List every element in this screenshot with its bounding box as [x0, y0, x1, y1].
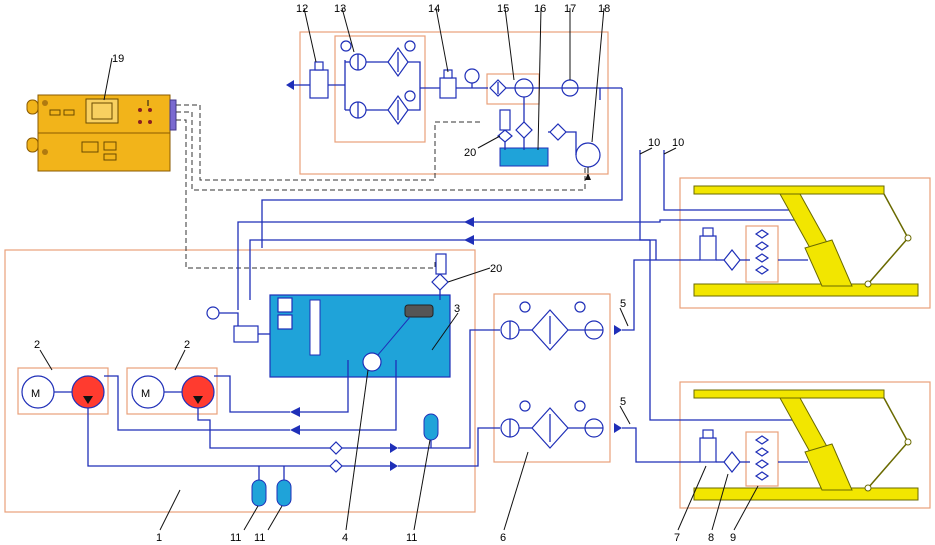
label-12: 12	[296, 3, 308, 15]
label-13: 13	[334, 3, 346, 15]
relief-valve	[206, 306, 270, 343]
pipe-to-cyl-top	[622, 259, 700, 331]
pressure-filter-frame	[493, 293, 611, 463]
arrow-feed-1	[390, 443, 398, 453]
label-7: 7	[674, 532, 680, 544]
pipe-return-1	[261, 88, 623, 248]
pipe-return-2	[237, 219, 800, 310]
pipe-line-10b	[663, 150, 800, 211]
control-box	[26, 94, 177, 172]
pipe-pump1-in	[104, 375, 290, 431]
tank	[269, 294, 451, 378]
label-2b: 2	[184, 339, 190, 351]
label-19: 19	[112, 53, 124, 65]
pipe-suction-2	[300, 360, 397, 431]
pipe-return-bottom	[649, 240, 800, 421]
label-10b: 10	[672, 137, 684, 149]
filter-unit-frame	[299, 31, 609, 175]
arrow-pump1-in	[290, 425, 300, 435]
pipe-pump1-out	[87, 408, 390, 467]
label-16: 16	[534, 3, 546, 15]
label-20b: 20	[490, 263, 502, 275]
cylinder-unit-top	[693, 185, 919, 297]
pipe-suction-1	[300, 360, 349, 413]
filter-unit	[286, 40, 622, 180]
cylinder-unit-bottom-frame	[679, 381, 931, 509]
pipe-pump2-in	[214, 375, 290, 413]
arrow-return-3	[464, 235, 474, 245]
arrow-feed-2	[390, 461, 398, 471]
accumulator-2	[276, 466, 292, 507]
label-10a: 10	[648, 137, 660, 149]
label-5b: 5	[620, 396, 626, 408]
pipe-return-3	[249, 239, 650, 300]
label-1: 1	[156, 532, 162, 544]
label-15: 15	[497, 3, 509, 15]
label-20a: 20	[464, 147, 476, 159]
arrow-out-top	[614, 325, 622, 335]
label-3: 3	[454, 303, 460, 315]
pump-station-frame	[4, 249, 476, 513]
arrow-return-2	[464, 217, 474, 227]
pipe-line-10a	[639, 150, 657, 260]
label-11c: 11	[406, 532, 417, 544]
cylinder-unit-top-frame	[679, 177, 931, 309]
label-11a: 11	[230, 532, 241, 544]
pipe-feed-1	[398, 329, 500, 449]
motor-symbol-1: M	[31, 388, 40, 400]
valve-block-top-frame	[745, 225, 779, 283]
accumulator-3	[423, 413, 439, 448]
leader-lines	[39, 7, 759, 531]
label-17: 17	[564, 3, 576, 15]
label-14: 14	[428, 3, 440, 15]
label-11b: 11	[254, 532, 265, 544]
label-18: 18	[598, 3, 610, 15]
pressure-filter-unit	[500, 301, 604, 449]
arrow-pump2-in	[290, 407, 300, 417]
level-switch-bottom	[431, 253, 449, 300]
check-valve-1	[329, 441, 343, 455]
signal-line-1	[176, 104, 480, 181]
signal-line-3	[176, 119, 436, 269]
motor-pump-1: M	[17, 367, 109, 415]
label-5a: 5	[620, 298, 626, 310]
arrow-out-bottom	[614, 423, 622, 433]
cylinder-unit-bottom	[693, 389, 919, 501]
pipe-feed-2	[398, 427, 500, 467]
pipe-pump2-out	[197, 408, 390, 449]
motor-symbol-2: M	[141, 388, 150, 400]
label-4: 4	[342, 532, 348, 544]
accumulator-1	[251, 466, 267, 507]
label-2a: 2	[34, 339, 40, 351]
valve-block-bottom-frame	[745, 431, 779, 487]
dual-filter-subframe	[334, 35, 426, 143]
motor-pump-2: M	[126, 367, 218, 415]
label-9: 9	[730, 532, 736, 544]
pipe-to-cyl-bottom	[622, 427, 700, 463]
check-valve-2	[329, 459, 343, 473]
label-6: 6	[500, 532, 506, 544]
label-8: 8	[708, 532, 714, 544]
